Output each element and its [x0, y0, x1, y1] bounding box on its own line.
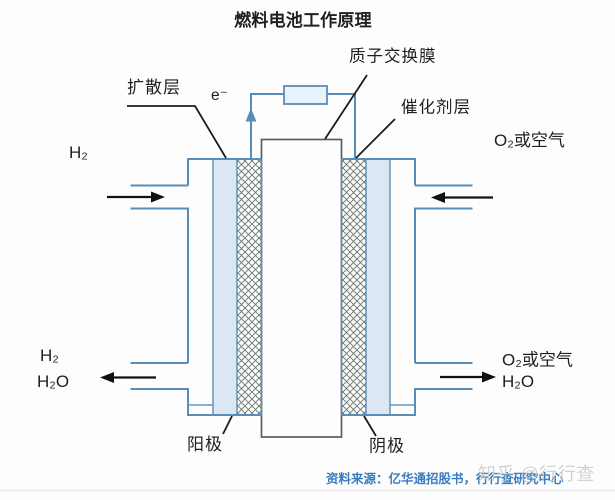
- cathode-pointer-line: [363, 415, 377, 437]
- h2-outlet-label: H₂: [40, 346, 59, 365]
- cathode-outlet-arrow-icon: [440, 371, 496, 383]
- page-title: 燃料电池工作原理: [234, 10, 372, 30]
- diffusion-layer-left: [213, 159, 237, 415]
- diffusion-pointer-line: [127, 105, 227, 159]
- catalyst-layer-left: [236, 158, 263, 416]
- resistor: [283, 85, 328, 105]
- left-plate-outline: [130, 158, 262, 416]
- cathode-label: 阴极: [369, 437, 405, 456]
- diffusion-layer-label: 扩散层: [127, 78, 181, 97]
- membrane-label: 质子交换膜: [349, 47, 437, 66]
- o2-outlet-label: O₂或空气: [502, 351, 573, 370]
- source-note: 资料来源：亿华通招股书，行行查研究中心: [326, 471, 564, 486]
- anode-label: 阳极: [187, 435, 223, 454]
- o2-inlet-arrow-icon: [431, 192, 493, 203]
- right-plate-inner-line: [389, 159, 415, 415]
- h2o-left-label: H₂O: [37, 372, 69, 391]
- right-plate-outline: [341, 158, 473, 416]
- catalyst-layer-label: 催化剂层: [401, 98, 471, 117]
- h2-inlet-arrow-icon: [107, 191, 165, 203]
- o2-inlet-label: O₂或空气: [494, 131, 565, 150]
- h2-inlet-label: H₂: [69, 143, 88, 162]
- anode-pointer-line: [222, 415, 233, 435]
- catalyst-layer-right: [340, 158, 367, 416]
- electron-arrow-icon: [245, 108, 257, 122]
- catalyst-pointer-line: [355, 118, 396, 159]
- left-plate-inner-line: [188, 159, 214, 415]
- h2o-right-label: H₂O: [502, 372, 534, 391]
- watermark: 知乎 @行行查: [478, 464, 595, 484]
- electron-label: e⁻: [211, 87, 228, 104]
- anode-outlet-arrow-icon: [100, 372, 156, 383]
- diffusion-layer-right: [366, 159, 390, 415]
- membrane-rect: [260, 138, 343, 438]
- membrane-pointer-line: [324, 74, 368, 140]
